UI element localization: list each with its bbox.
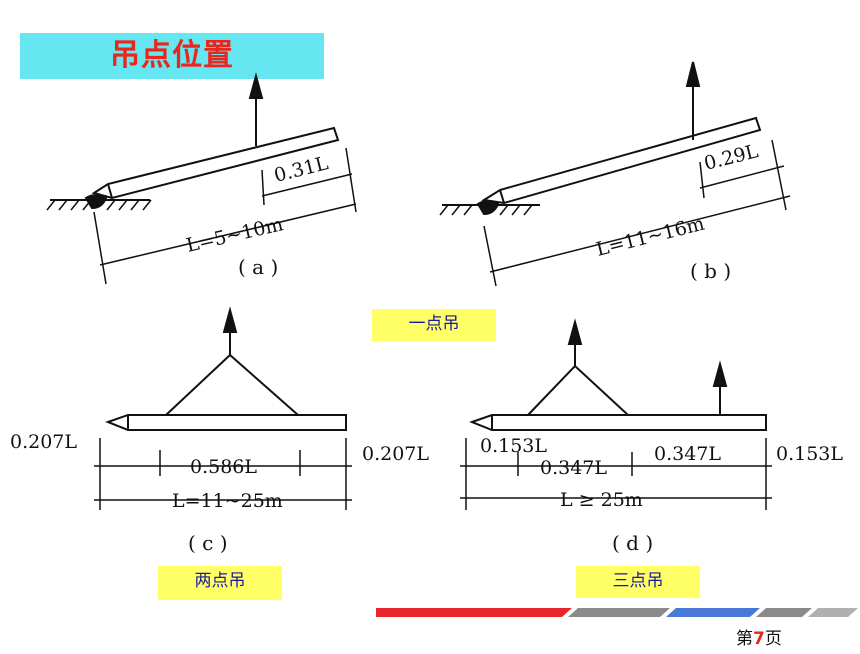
diagram-d	[460, 318, 772, 510]
pile-a	[91, 126, 340, 200]
dim-c-right: 0.207L	[362, 443, 429, 465]
caption-c: ( c )	[188, 531, 228, 555]
page-title: 吊点位置	[110, 38, 234, 73]
diagram-c	[94, 306, 352, 510]
dim-d-right: 0.153L	[776, 443, 843, 465]
dim-d-mid1: 0.347L	[540, 457, 607, 479]
footer-stripe	[376, 608, 858, 617]
pile-b	[481, 116, 762, 205]
dim-d-mid2: 0.347L	[654, 443, 721, 465]
caption-b: ( b )	[690, 259, 731, 283]
pile-tip-support	[84, 194, 108, 210]
dim-c-left: 0.207L	[10, 431, 77, 453]
dim-b-top: 0.29L	[702, 140, 761, 175]
pile-d	[469, 414, 767, 431]
diagram-a	[46, 72, 357, 285]
caption-d: ( d )	[612, 531, 653, 555]
sling-c	[165, 353, 299, 416]
title-banner: 吊点位置	[20, 33, 324, 79]
diagram-b	[439, 61, 791, 287]
caption-a: ( a )	[238, 255, 278, 279]
tag-three-point: 三点吊	[576, 566, 700, 598]
dim-d-length: L ≥ 25m	[560, 489, 643, 511]
dim-a-length: L=5~10m	[184, 213, 285, 257]
dim-c-length: L=11~25m	[172, 490, 283, 512]
page-number: 第7页	[736, 629, 782, 649]
sling-d	[527, 364, 629, 416]
tag-two-point: 两点吊	[158, 566, 282, 600]
dim-d-left: 0.153L	[480, 435, 547, 457]
dim-c-mid: 0.586L	[190, 456, 257, 478]
ground-hatch	[439, 204, 533, 216]
pile-c	[105, 414, 347, 431]
dim-b-length: L=11~16m	[594, 213, 707, 261]
tag-one-point: 一点吊	[372, 309, 496, 341]
pile-tip-support	[476, 200, 500, 216]
